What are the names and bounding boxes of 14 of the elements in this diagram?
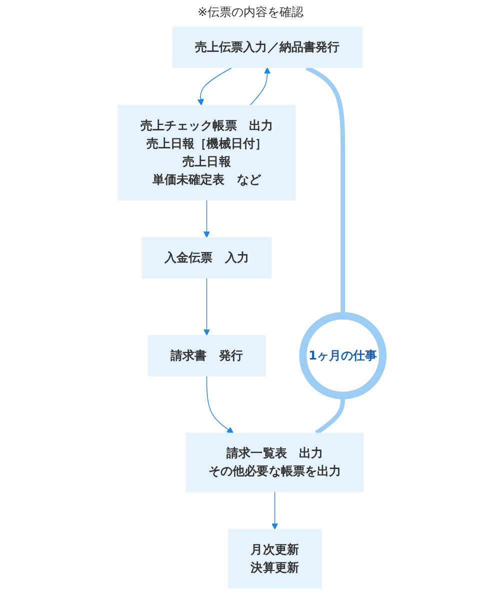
arrow bbox=[204, 278, 210, 336]
node-box: 入金伝票 入力 bbox=[142, 237, 272, 278]
arrow bbox=[206, 376, 234, 434]
arrow bbox=[250, 67, 271, 106]
node-box: 売上伝票入力／納品書発行 bbox=[172, 26, 362, 68]
node-box: 売上チェック帳票 出力 売上日報［機械日付］ 売上日報 単価未確定表 など bbox=[118, 104, 296, 200]
node-circle: 1ヶ月の仕事 bbox=[299, 312, 387, 400]
arrow bbox=[204, 200, 210, 238]
note-text: ※伝票の内容を確認 bbox=[197, 5, 304, 19]
arrow bbox=[272, 491, 278, 530]
node-box: 請求書 発行 bbox=[148, 334, 266, 376]
arrow bbox=[197, 67, 232, 106]
node-box: 請求一覧表 出力 その他必要な帳票を出力 bbox=[186, 432, 364, 492]
node-box: 月次更新 決算更新 bbox=[228, 528, 322, 588]
